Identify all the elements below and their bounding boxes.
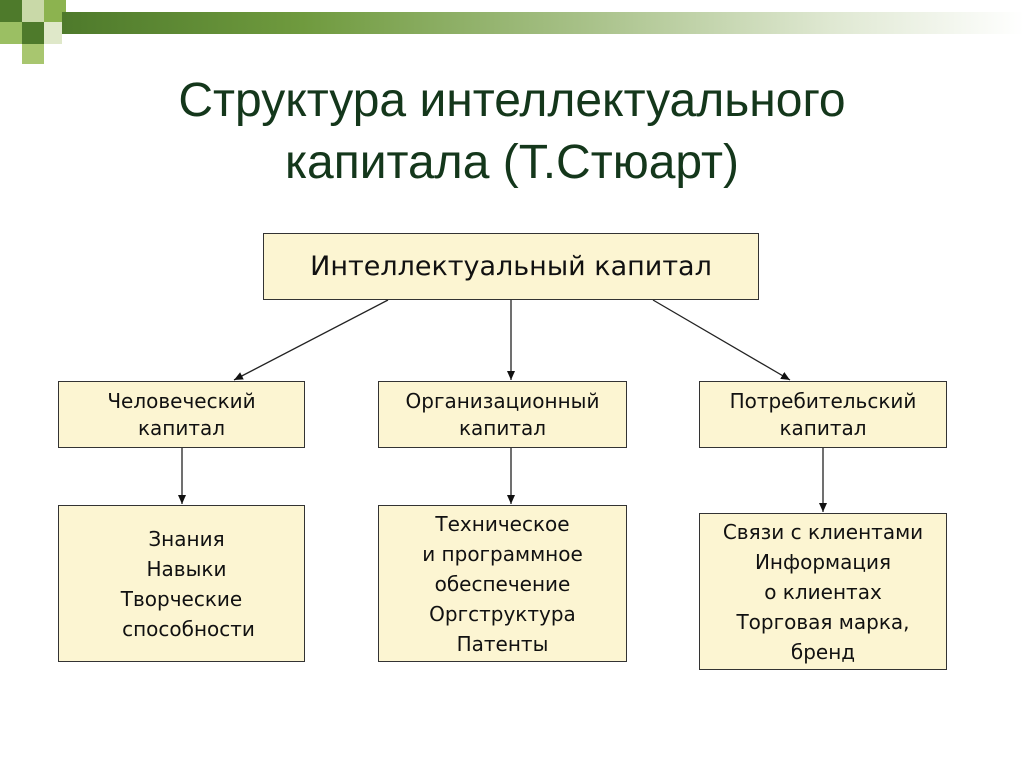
header-gradient-bar bbox=[62, 12, 1024, 34]
list-item: Торговая марка, bbox=[736, 609, 910, 634]
arrow-root-to-human bbox=[233, 299, 389, 381]
slide-title: Структура интеллектуального капитала (Т.… bbox=[0, 70, 1024, 194]
organizational-capital-box: Организационный капитал bbox=[378, 381, 627, 448]
list-item: бренд bbox=[790, 639, 856, 664]
root-node-label: Интеллектуальный капитал bbox=[310, 251, 712, 282]
consumer-capital-label-line-1: Потребительский bbox=[729, 388, 917, 413]
organizational-capital-label-line-2: капитал bbox=[458, 415, 547, 440]
corner-square-decoration bbox=[22, 22, 44, 44]
title-line-2: капитала (Т.Стюарт) bbox=[284, 136, 739, 189]
corner-square-decoration bbox=[0, 0, 22, 22]
list-item: Навыки bbox=[146, 556, 227, 581]
corner-square-decoration bbox=[22, 0, 44, 22]
organizational-capital-items-box: Техническое и программное обеспечение Ор… bbox=[378, 505, 627, 662]
human-capital-label-line-2: капитал bbox=[137, 415, 226, 440]
corner-square-decoration bbox=[44, 22, 62, 44]
list-item: Оргструктура bbox=[429, 601, 576, 626]
corner-square-decoration bbox=[0, 22, 22, 44]
consumer-capital-items-box: Связи с клиентами Информация о клиентах … bbox=[699, 513, 947, 670]
human-capital-items-box: Знания Навыки Творческие способности bbox=[58, 505, 305, 662]
list-item: Информация bbox=[754, 549, 892, 574]
list-item: Творческие bbox=[120, 586, 243, 611]
root-node-box: Интеллектуальный капитал bbox=[263, 233, 759, 300]
corner-square-decoration bbox=[22, 44, 44, 64]
list-item: и программное bbox=[422, 541, 583, 566]
list-item: Связи с клиентами bbox=[722, 519, 924, 544]
human-capital-box: Человеческий капитал bbox=[58, 381, 305, 448]
consumer-capital-label-line-2: капитал bbox=[779, 415, 867, 440]
list-item: Знания bbox=[148, 526, 225, 551]
human-capital-label-line-1: Человеческий bbox=[107, 388, 256, 413]
list-item: Патенты bbox=[456, 631, 549, 656]
organizational-capital-label-line-1: Организационный bbox=[405, 388, 600, 413]
corner-square-decoration bbox=[44, 0, 66, 22]
title-line-1: Структура интеллектуального bbox=[178, 74, 846, 127]
list-item: о клиентах bbox=[764, 579, 882, 604]
list-item: Техническое bbox=[435, 511, 570, 536]
arrow-root-to-consumer bbox=[652, 299, 791, 381]
consumer-capital-box: Потребительский капитал bbox=[699, 381, 947, 448]
list-item: способности bbox=[122, 616, 255, 641]
list-item: обеспечение bbox=[434, 571, 571, 596]
